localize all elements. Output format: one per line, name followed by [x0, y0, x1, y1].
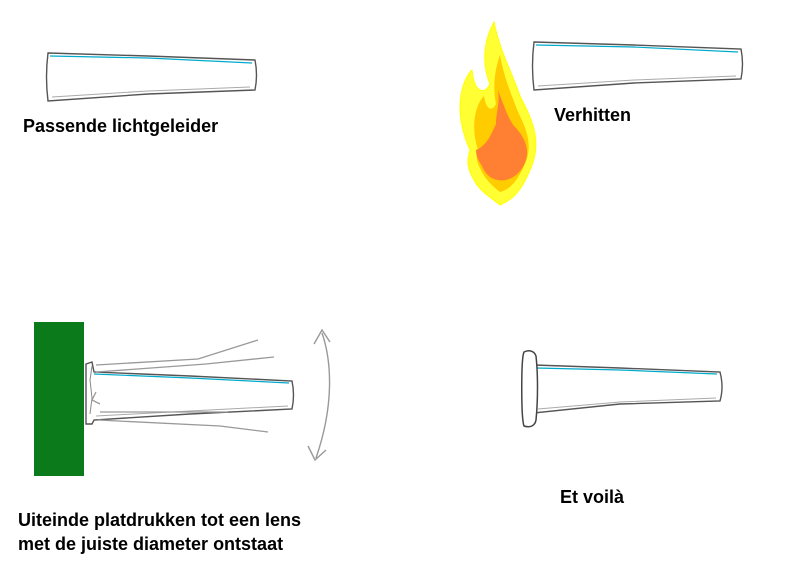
step-3-label-line1: Uiteinde platdrukken tot een lens	[18, 510, 302, 530]
motion-lines	[91, 339, 275, 433]
press-block	[34, 322, 84, 476]
lens-tip	[521, 350, 539, 428]
light-guide-2	[531, 41, 744, 91]
step-2-label: Verhitten	[554, 105, 632, 125]
motion-arrow	[307, 328, 331, 462]
step-3-label: Uiteinde platdrukken tot een lens met de…	[18, 508, 301, 556]
step-3-label-line2: met de juiste diameter ontstaat	[18, 534, 284, 554]
flame-icon	[459, 20, 537, 206]
light-guide-1	[45, 52, 258, 102]
step-4-label: Et voilà	[560, 487, 625, 507]
light-guide-4	[533, 364, 723, 414]
step-1-label: Passende lichtgeleider	[23, 116, 219, 136]
light-guide-3	[85, 361, 295, 425]
